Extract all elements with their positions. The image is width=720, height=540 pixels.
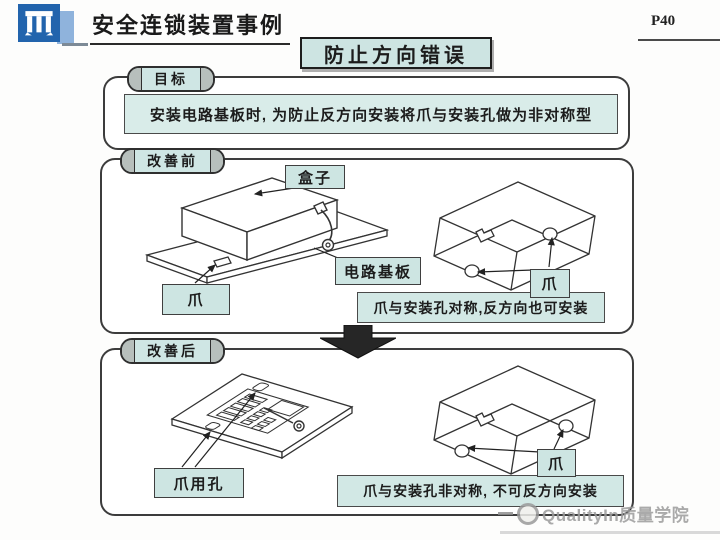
after-panel: 改善后 — [100, 338, 634, 516]
pill-cap — [129, 68, 142, 90]
claw-slot — [204, 422, 221, 430]
wire-loop-icon — [293, 420, 305, 432]
page-number: P40 — [651, 13, 676, 29]
subtitle-box: 防止方向错误 — [300, 37, 492, 69]
claw-bump — [464, 264, 480, 278]
claw-bump — [558, 419, 574, 433]
component-box — [179, 177, 340, 262]
goal-panel: 目标 安装电路基板时, 为防止反方向安装将爪与安装孔做为非对称型 — [103, 66, 630, 150]
pill-cap — [122, 340, 135, 362]
after-tag-pill: 改善后 — [120, 338, 225, 364]
goal-tag-label: 目标 — [142, 68, 200, 90]
leader-lines — [194, 187, 555, 284]
claw-bump — [454, 444, 470, 458]
logo-underline — [62, 43, 88, 46]
claw-tab — [213, 256, 232, 268]
watermark-dash — [498, 512, 513, 515]
before-panel: 改善前 — [100, 148, 634, 334]
page-number-underline — [638, 39, 720, 41]
after-tag-label: 改善后 — [135, 340, 210, 362]
page-title: 安全连锁装置事例 — [90, 8, 291, 45]
wire-loop-icon — [321, 238, 335, 252]
claw-slot — [251, 382, 270, 391]
pill-cap — [200, 68, 213, 90]
pill-cap — [122, 150, 135, 172]
loop-lead-line — [263, 407, 294, 424]
circuit-board-label: 电路基板 — [335, 257, 421, 285]
claw-label-right: 爪 — [530, 269, 570, 298]
before-tag-pill: 改善前 — [120, 148, 225, 174]
watermark-underline — [500, 531, 720, 534]
claw-bump — [542, 227, 558, 241]
after-diagram — [170, 365, 596, 475]
watermark-logo-icon — [517, 503, 539, 525]
pill-cap — [210, 150, 223, 172]
before-diagram — [144, 177, 596, 291]
claw-label: 爪 — [537, 449, 576, 477]
goal-statement: 安装电路基板时, 为防止反方向安装将爪与安装孔做为非对称型 — [124, 94, 618, 134]
watermark-text: QualityIn质量学院 — [542, 506, 690, 525]
leader-lines — [181, 392, 564, 468]
before-tag-label: 改善前 — [135, 150, 210, 172]
down-arrow-icon — [320, 325, 396, 359]
logo-icon — [24, 11, 54, 36]
claw-label-left: 爪 — [162, 284, 230, 315]
after-caption: 爪与安装孔非对称, 不可反方向安装 — [337, 475, 624, 507]
open-box-bottom-view — [433, 181, 596, 291]
box-label: 盒子 — [285, 165, 345, 189]
logo-shadow — [57, 11, 74, 44]
logo — [18, 4, 60, 42]
watermark: QualityIn质量学院 — [498, 499, 718, 529]
pill-cap — [210, 340, 223, 362]
goal-tag-pill: 目标 — [127, 66, 215, 92]
claw-hole-label: 爪用孔 — [154, 468, 244, 498]
